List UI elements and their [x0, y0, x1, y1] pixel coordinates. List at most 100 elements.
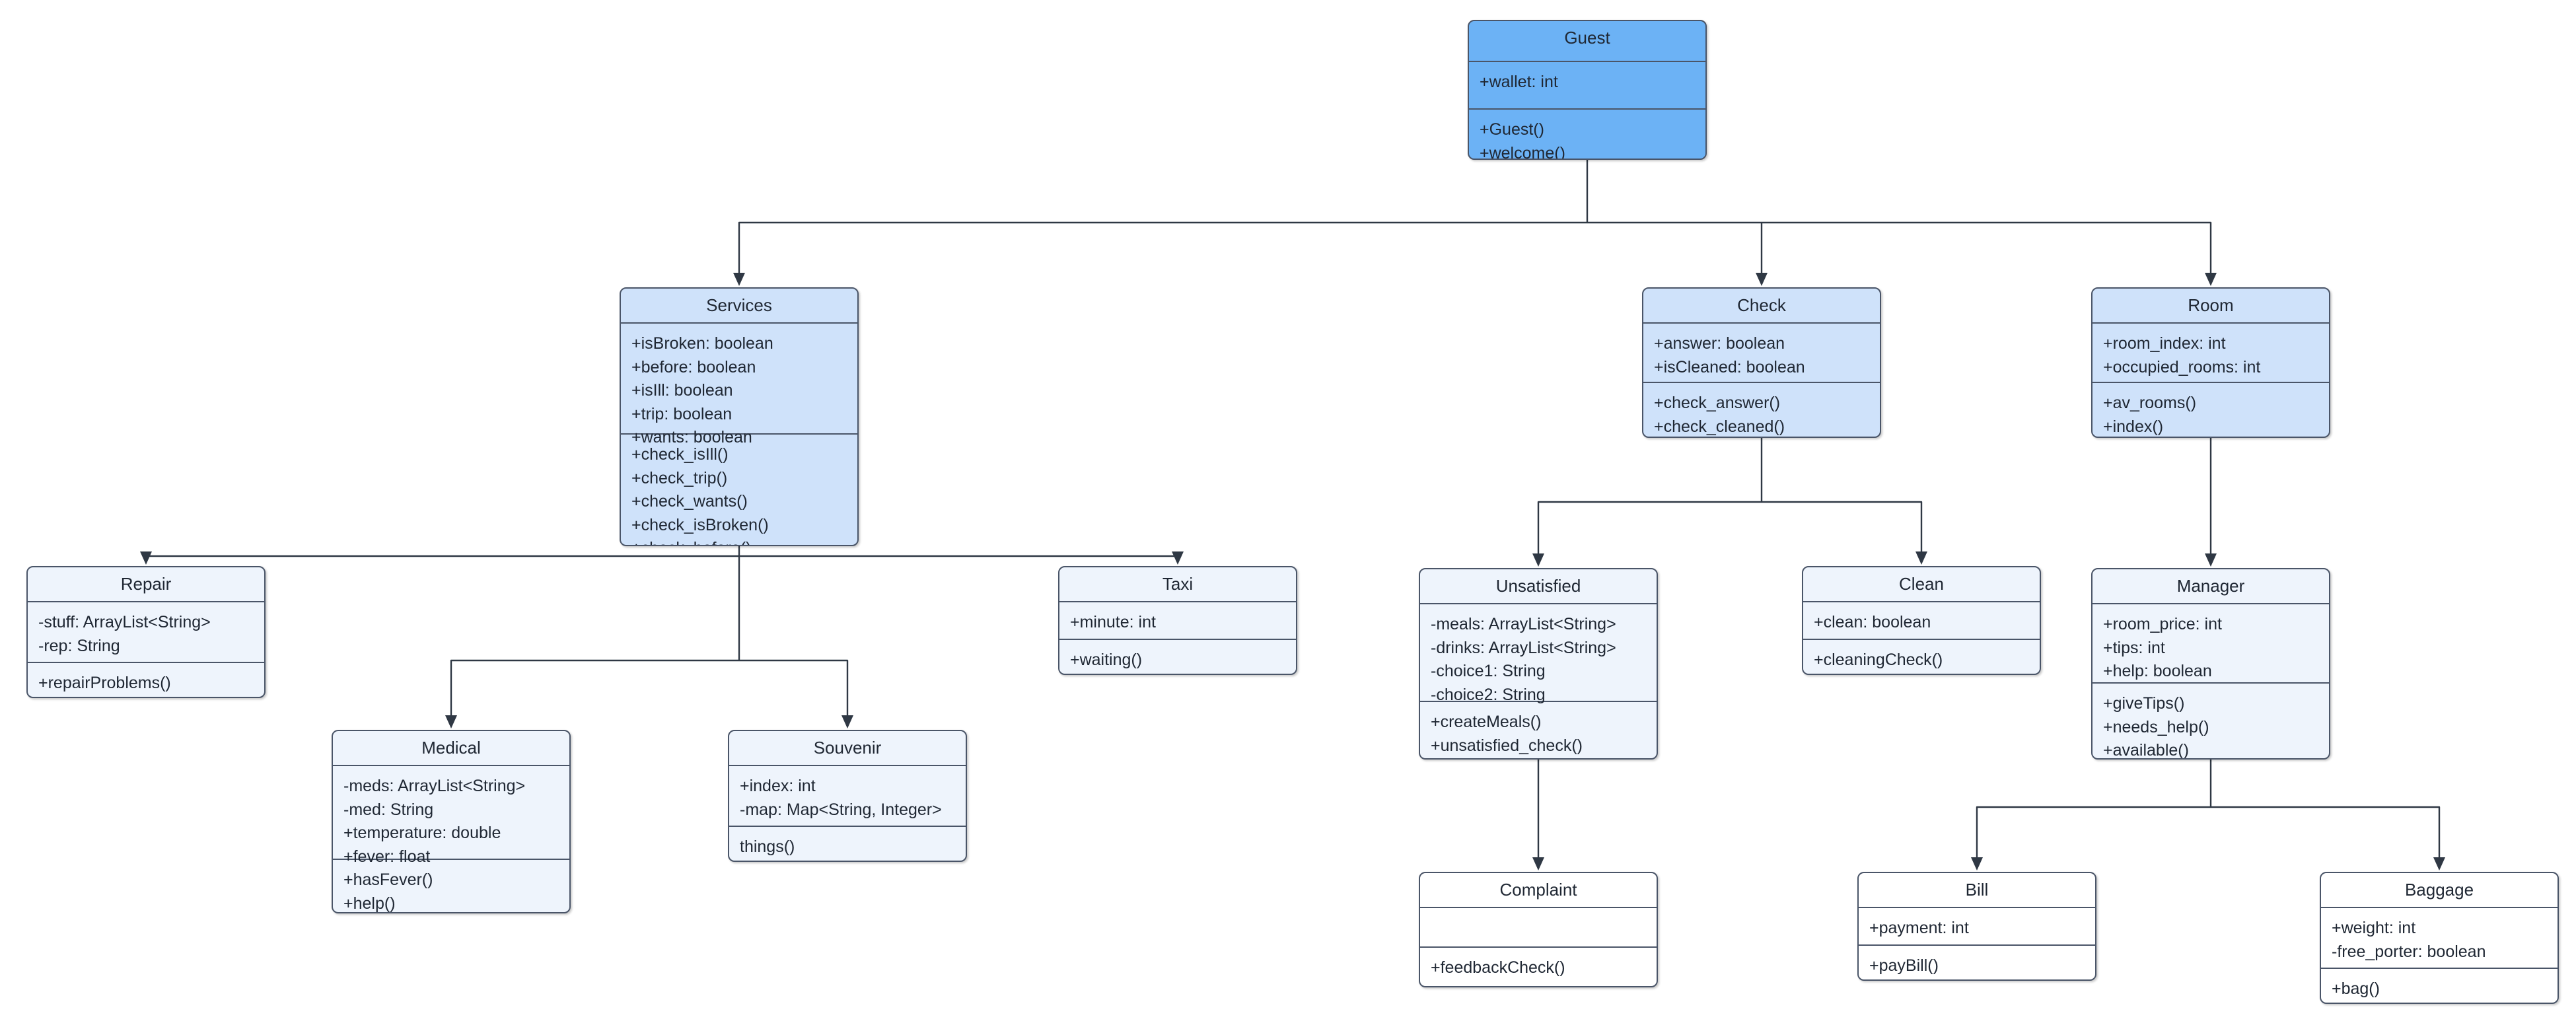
method-row: +unsatisfied_check()	[1431, 736, 1583, 755]
class-box-repair[interactable]: Repair-stuff: ArrayList<String>-rep: Str…	[26, 566, 266, 698]
attribute-row: -rep: String	[38, 636, 120, 655]
class-box-souvenir[interactable]: Souvenir+index: int-map: Map<String, Int…	[728, 730, 967, 862]
method-row: +repairProblems()	[38, 674, 171, 692]
method-row: +check_isIll()	[631, 445, 729, 464]
method-row: +cleaningCheck()	[1814, 651, 1943, 669]
attribute-row: +answer: boolean	[1654, 334, 1785, 353]
class-box-bill[interactable]: Bill+payment: int +payBill()	[1857, 872, 2096, 981]
class-methods-baggage: +bag()	[2321, 969, 2558, 1003]
arrow-to-complaint	[1532, 857, 1544, 870]
method-row: +feedbackCheck()	[1431, 958, 1565, 977]
class-name-repair: Repair	[28, 567, 264, 602]
arrow-to-services	[733, 273, 745, 286]
attribute-row: +isIll: boolean	[631, 381, 733, 400]
attribute-row: +temperature: double	[343, 824, 501, 842]
class-attributes-unsatisfied: -meals: ArrayList<String> -drinks: ArrayL…	[1420, 604, 1657, 704]
class-attributes-medical: -meds: ArrayList<String> -med: String +tem…	[333, 766, 569, 866]
class-box-baggage[interactable]: Baggage+weight: int-free_porter: boolean…	[2320, 872, 2559, 1004]
class-attributes-manager: +room_price: int +tips: int +help: boolean	[2093, 604, 2329, 684]
arrow-to-room	[2205, 273, 2217, 286]
arrow-to-baggage	[2433, 857, 2445, 870]
method-row: +waiting()	[1070, 651, 1143, 669]
class-box-guest[interactable]: Guest+wallet: int +Guest() +welcome()	[1468, 20, 1707, 160]
class-name-check: Check	[1643, 289, 1880, 324]
method-row: things()	[740, 837, 795, 856]
class-methods-room: +av_rooms() +index()	[2093, 383, 2329, 437]
class-attributes-souvenir: +index: int-map: Map<String, Integer>	[729, 766, 966, 827]
class-methods-medical: +hasFever() +help()	[333, 860, 569, 913]
class-box-room[interactable]: Room+room_index: int+occupied_rooms: int…	[2091, 287, 2330, 438]
class-box-manager[interactable]: Manager +room_price: int +tips: int +help: …	[2091, 568, 2330, 760]
method-row: +index()	[2103, 417, 2164, 436]
method-row: +help()	[343, 894, 396, 913]
class-box-clean[interactable]: Clean +clean: boolean +cleaningCheck()	[1802, 566, 2041, 675]
class-box-check[interactable]: Check +answer: boolean +isCleaned: boolean…	[1642, 287, 1881, 438]
method-row: +giveTips()	[2103, 694, 2185, 713]
attribute-row: +clean: boolean	[1814, 613, 1931, 631]
method-row: +hasFever()	[343, 870, 433, 889]
arrow-to-check	[1756, 273, 1768, 286]
class-name-bill: Bill	[1859, 873, 2095, 908]
class-attributes-repair: -stuff: ArrayList<String>-rep: String	[28, 602, 264, 663]
class-methods-taxi: +waiting()	[1059, 640, 1296, 674]
method-row: +needs_help()	[2103, 717, 2209, 736]
class-attributes-clean: +clean: boolean	[1803, 602, 2040, 640]
attribute-row: +tips: int	[2103, 638, 2165, 657]
class-methods-clean: +cleaningCheck()	[1803, 640, 2040, 674]
method-row: +bag()	[2332, 979, 2380, 998]
class-methods-bill: +payBill()	[1859, 946, 2095, 979]
class-box-unsatisfied[interactable]: Unsatisfied-meals: ArrayList<String>-dri…	[1419, 568, 1658, 760]
method-row: +check_cleaned()	[1654, 417, 1785, 436]
class-attributes-bill: +payment: int	[1859, 908, 2095, 946]
attribute-row: -choice2: String	[1431, 685, 1546, 704]
attribute-row: -meds: ArrayList<String>	[343, 777, 526, 795]
method-row: +payBill()	[1869, 956, 1939, 975]
class-attributes-services: +isBroken: boolean+before: boolean+isIll…	[621, 324, 857, 446]
attribute-row: -map: Map<String, Integer>	[740, 800, 942, 819]
class-attributes-taxi: +minute: int	[1059, 602, 1296, 640]
class-name-guest: Guest	[1469, 21, 1705, 62]
attribute-row: -free_porter: boolean	[2332, 942, 2486, 961]
class-name-room: Room	[2093, 289, 2329, 324]
class-name-clean: Clean	[1803, 567, 2040, 602]
class-methods-manager: +giveTips()+needs_help()+available()	[2093, 684, 2329, 758]
class-attributes-guest: +wallet: int	[1469, 62, 1705, 110]
class-box-services[interactable]: Services+isBroken: boolean+before: boole…	[620, 287, 859, 546]
method-row: +check_before()	[631, 537, 848, 545]
attribute-row: -drinks: ArrayList<String>	[1431, 638, 1616, 657]
class-name-manager: Manager	[2093, 569, 2329, 604]
arrow-to-clean	[1915, 551, 1927, 565]
arrow-to-unsatisfied	[1532, 553, 1544, 567]
attribute-row: -choice1: String	[1431, 662, 1546, 680]
attribute-row: +isCleaned: boolean	[1654, 357, 1805, 376]
edge-check-bus	[1537, 437, 1923, 563]
class-methods-complaint: +feedbackCheck()	[1420, 948, 1657, 986]
class-name-services: Services	[621, 289, 857, 324]
class-name-medical: Medical	[333, 731, 569, 766]
class-methods-souvenir: things()	[729, 827, 966, 861]
attribute-row: +room_price: int	[2103, 615, 2222, 633]
class-methods-repair: +repairProblems()	[28, 663, 264, 697]
attribute-row: +fever: float	[343, 847, 431, 866]
class-methods-check: +check_answer()+check_cleaned()	[1643, 383, 1880, 437]
class-methods-guest: +Guest() +welcome()	[1469, 110, 1705, 160]
attribute-row: -meals: ArrayList<String>	[1431, 615, 1616, 633]
method-row: +check_isBroken()	[631, 515, 769, 534]
arrow-to-medical	[445, 715, 457, 728]
method-row: +welcome()	[1480, 143, 1565, 160]
attribute-row: -med: String	[343, 800, 434, 819]
arrow-to-taxi	[1172, 551, 1184, 565]
edge-services-bus	[145, 545, 1179, 725]
method-row: +Guest()	[1480, 120, 1544, 139]
method-row: +check_trip()	[631, 468, 728, 487]
attribute-row: +help: boolean	[2103, 662, 2212, 680]
attribute-row: +occupied_rooms: int	[2103, 357, 2261, 376]
attribute-row: +weight: int	[2332, 919, 2416, 937]
arrow-to-repair	[140, 551, 152, 565]
attribute-row: +isBroken: boolean	[631, 334, 773, 353]
method-row: +av_rooms()	[2103, 394, 2197, 412]
class-box-medical[interactable]: Medical -meds: ArrayList<String> -med: Str…	[332, 730, 571, 913]
class-box-complaint[interactable]: Complaint+feedbackCheck()	[1419, 872, 1658, 987]
attribute-row: +wants: boolean	[631, 428, 752, 446]
class-box-taxi[interactable]: Taxi+minute: int+waiting()	[1058, 566, 1297, 675]
